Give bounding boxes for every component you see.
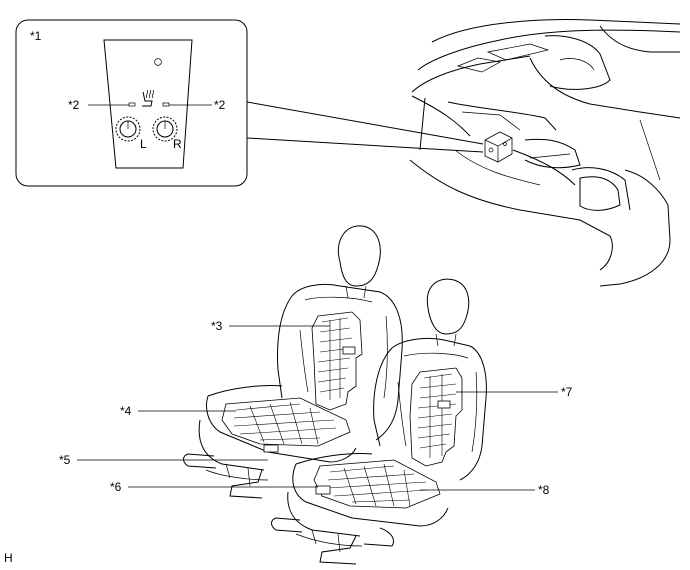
callout-7: *7 bbox=[561, 385, 573, 399]
knob-left bbox=[115, 116, 141, 142]
right-backrest-heater-pad bbox=[409, 367, 463, 467]
seat-heater-icon bbox=[142, 89, 155, 107]
callout-leaders bbox=[77, 325, 558, 491]
callout-6: *6 bbox=[110, 480, 122, 494]
zoom-line-top bbox=[246, 101, 484, 145]
left-cushion-heater-pad bbox=[221, 397, 351, 453]
inset-panel: *1 L R *2 *2 bbox=[15, 19, 248, 187]
panel-screw-hole bbox=[154, 58, 162, 66]
figure-code: H bbox=[4, 551, 13, 565]
left-seat bbox=[183, 225, 403, 499]
knob-right bbox=[152, 116, 178, 142]
left-backrest-heater-pad bbox=[311, 311, 363, 411]
callout-2-right: *2 bbox=[214, 98, 226, 112]
zoom-line-bottom bbox=[246, 137, 484, 153]
knob-left-label: L bbox=[140, 137, 147, 151]
callout-5: *5 bbox=[59, 453, 71, 467]
indicator-left bbox=[128, 102, 136, 107]
right-seat bbox=[271, 278, 487, 565]
knob-right-label: R bbox=[173, 137, 182, 151]
right-cushion-heater-pad bbox=[313, 459, 441, 509]
callout-4: *4 bbox=[120, 404, 132, 418]
callout-2-left: *2 bbox=[68, 98, 80, 112]
inset-ref-label: *1 bbox=[30, 29, 42, 43]
callout-3: *3 bbox=[211, 319, 223, 333]
center-console-view bbox=[409, 19, 681, 287]
indicator-right bbox=[162, 102, 170, 107]
callout-8: *8 bbox=[538, 483, 550, 497]
switch-panel bbox=[103, 39, 193, 169]
